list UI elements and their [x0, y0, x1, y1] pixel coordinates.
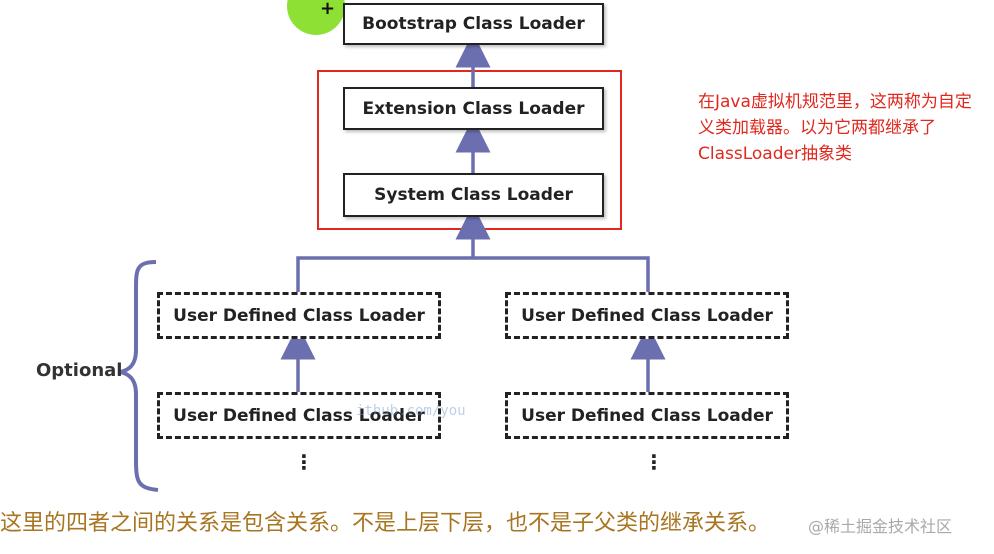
user-defined-loader-right-bottom: User Defined Class Loader — [505, 392, 789, 439]
bootstrap-class-loader: Bootstrap Class Loader — [343, 3, 604, 45]
watermark-text: ithub.com/you — [356, 403, 466, 419]
user-defined-loader-right-top: User Defined Class Loader — [505, 292, 789, 339]
user-loader-label: User Defined Class Loader — [521, 305, 773, 326]
extension-label: Extension Class Loader — [362, 98, 585, 119]
optional-brace — [119, 260, 159, 492]
user-loader-label: User Defined Class Loader — [521, 405, 773, 426]
user-loader-label: User Defined Class Loader — [173, 305, 425, 326]
ellipsis-right: ⋮ — [644, 450, 664, 474]
cursor-plus-icon: + — [320, 0, 336, 19]
user-loader-label: User Defined Class Loader — [173, 405, 425, 426]
ellipsis-left: ⋮ — [294, 450, 314, 474]
caption-text: 这里的四者之间的关系是包含关系。不是上层下层，也不是子父类的继承关系。 — [0, 511, 771, 536]
branch-connector — [296, 256, 650, 292]
system-class-loader: System Class Loader — [343, 173, 604, 217]
user-defined-loader-left-bottom: User Defined Class Loader — [157, 392, 441, 439]
optional-label: Optional — [36, 360, 123, 381]
system-label: System Class Loader — [374, 185, 573, 205]
annotation-note: 在Java虚拟机规范里，这两称为自定义类加载器。以为它两都继承了ClassLoa… — [698, 92, 972, 164]
bootstrap-label: Bootstrap Class Loader — [362, 14, 585, 34]
user-defined-loader-left-top: User Defined Class Loader — [157, 292, 441, 339]
corner-watermark: @稀土掘金技术社区 — [808, 517, 953, 536]
extension-class-loader: Extension Class Loader — [343, 87, 604, 130]
